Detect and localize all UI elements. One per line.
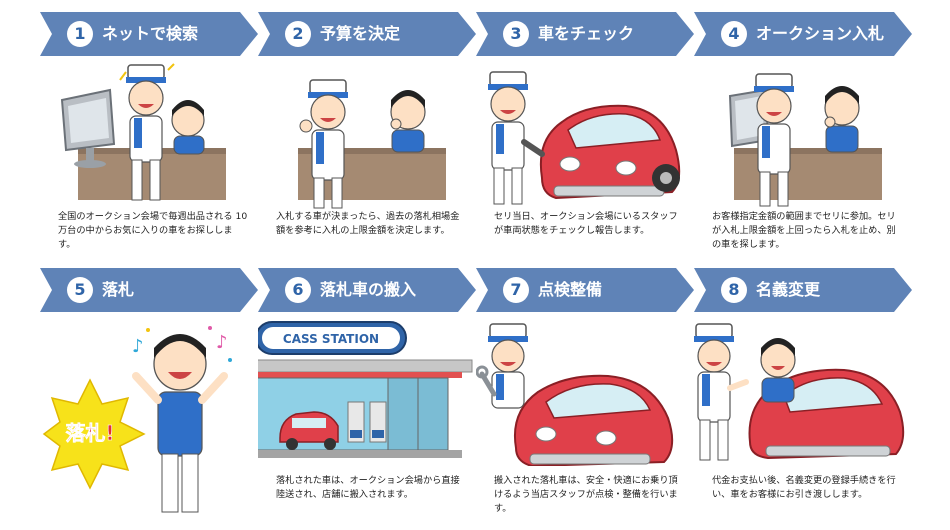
illustration-handover: [694, 323, 905, 461]
step-title: 車をチェック: [538, 24, 635, 43]
step-4: 4 オークション入札 お客様指定金額の範囲までセリに参加。セリが入札上限金額を上…: [694, 12, 912, 270]
step-1: 1 ネットで検索: [40, 12, 258, 270]
step-2: 2 予算を決定 入札する車が決まったら、過去の落札相場金額を参考に入札の上限金額…: [258, 12, 476, 270]
illustration-check: [488, 71, 681, 205]
step-title: 落札車の搬入: [320, 280, 417, 299]
burst-badge: 落札!: [42, 378, 146, 490]
step-title: 名義変更: [756, 280, 821, 299]
step-banner: 8 名義変更: [694, 268, 912, 312]
illustration-auction: [728, 73, 882, 207]
staff-person: [488, 71, 545, 205]
illustration-winning-bid: 落札! ♪ ♪: [42, 326, 232, 513]
step-title: 予算を決定: [320, 24, 401, 43]
step-description: 入札する車が決まったら、過去の落札相場金額を参考に入札の上限金額を決定します。: [276, 211, 460, 236]
monitor-icon: [60, 88, 116, 168]
step-number: 2: [285, 21, 311, 47]
car-icon: [279, 411, 339, 450]
step-number: 1: [67, 21, 93, 47]
car-icon: [514, 374, 674, 466]
step-title: 点検整備: [538, 280, 603, 299]
step-title: 落札: [102, 280, 135, 299]
step-banner: 3 車をチェック: [476, 12, 694, 56]
svg-text:♪: ♪: [132, 336, 144, 357]
step-number: 4: [721, 21, 747, 47]
shop-sign: CASS STATION: [283, 332, 379, 346]
step-description: 全国のオークション会場で毎週出品される 10 万台の中からお気に入りの車をお探し…: [58, 211, 248, 250]
step-title: オークション入札: [756, 24, 885, 43]
step-banner: 4 オークション入札: [694, 12, 912, 56]
fuel-pump-icon: [347, 401, 387, 443]
step-banner: 7 点検整備: [476, 268, 694, 312]
step-number: 5: [67, 277, 93, 303]
step-number: 3: [503, 21, 529, 47]
illustration-delivery: CASS STATION: [258, 321, 473, 458]
step-number: 6: [285, 277, 311, 303]
banner-arrow-shape: [40, 12, 258, 56]
wrench-icon: [476, 365, 497, 397]
illustration-search: [60, 63, 226, 201]
step-5: 5 落札 落札! ♪ ♪: [40, 268, 258, 526]
step-number: 8: [721, 277, 747, 303]
illustration-budget: [298, 79, 446, 209]
step-banner: 5 落札: [40, 268, 258, 312]
customer-person: [171, 100, 205, 155]
step-banner: 1 ネットで検索: [40, 12, 258, 56]
step-7: 7 点検整備 搬入された落札車は、安全・快適にお乗り頂けるよう当店スタッフが点検…: [476, 268, 694, 526]
banner-arrow-shape: [258, 12, 476, 56]
staff-person: [488, 323, 528, 409]
step-description: 落札された車は、オークション会場から直接陸送され、店舗に搬入されます。: [276, 475, 460, 500]
banner-arrow-shape: [694, 12, 912, 56]
step-description: 搬入された落札車は、安全・快適にお乗り頂けるよう当店スタッフが点検・整備を行いま…: [494, 475, 678, 514]
burst-label: 落札!: [65, 421, 114, 445]
customer-person: [760, 338, 796, 403]
banner-arrow-shape: [40, 268, 258, 312]
banner-arrow-shape: [476, 268, 694, 312]
step-6: 6 落札車の搬入 CASS STATION 落札された車は、オークション会: [258, 268, 476, 526]
staff-person: [694, 323, 749, 461]
car-icon: [539, 104, 681, 200]
banner-arrow-shape: [476, 12, 694, 56]
step-3: 3 車をチェック セリ当日、オークション会場にいるスタッフが車両状態をチェックし…: [476, 12, 694, 270]
customer-person: [824, 86, 860, 153]
step-description: お客様指定金額の範囲までセリに参加。セリが入札上限金額を上回ったら入札を止め、別…: [712, 211, 896, 250]
step-8: 8 名義変更 代金お支払い後、名義変更の登録手続きを行い、車をお客様にお引き渡し…: [694, 268, 912, 526]
staff-person: [119, 63, 175, 201]
illustration-maintenance: [476, 323, 674, 466]
svg-text:♪: ♪: [216, 332, 228, 353]
staff-person: [754, 73, 794, 207]
music-note-icon: ♪ ♪: [132, 326, 232, 362]
step-description: 代金お支払い後、名義変更の登録手続きを行い、車をお客様にお引き渡しします。: [712, 475, 896, 500]
step-banner: 2 予算を決定: [258, 12, 476, 56]
step-title: ネットで検索: [102, 24, 199, 43]
step-banner: 6 落札車の搬入: [258, 268, 476, 312]
staff-person: [299, 79, 348, 209]
desk: [734, 152, 882, 200]
banner-arrow-shape: [694, 268, 912, 312]
banner-arrow-shape: [258, 268, 476, 312]
step-description: セリ当日、オークション会場にいるスタッフが車両状態をチェックし報告します。: [494, 211, 678, 236]
step-number: 7: [503, 277, 529, 303]
customer-person: [132, 334, 228, 513]
customer-person: [390, 90, 426, 153]
